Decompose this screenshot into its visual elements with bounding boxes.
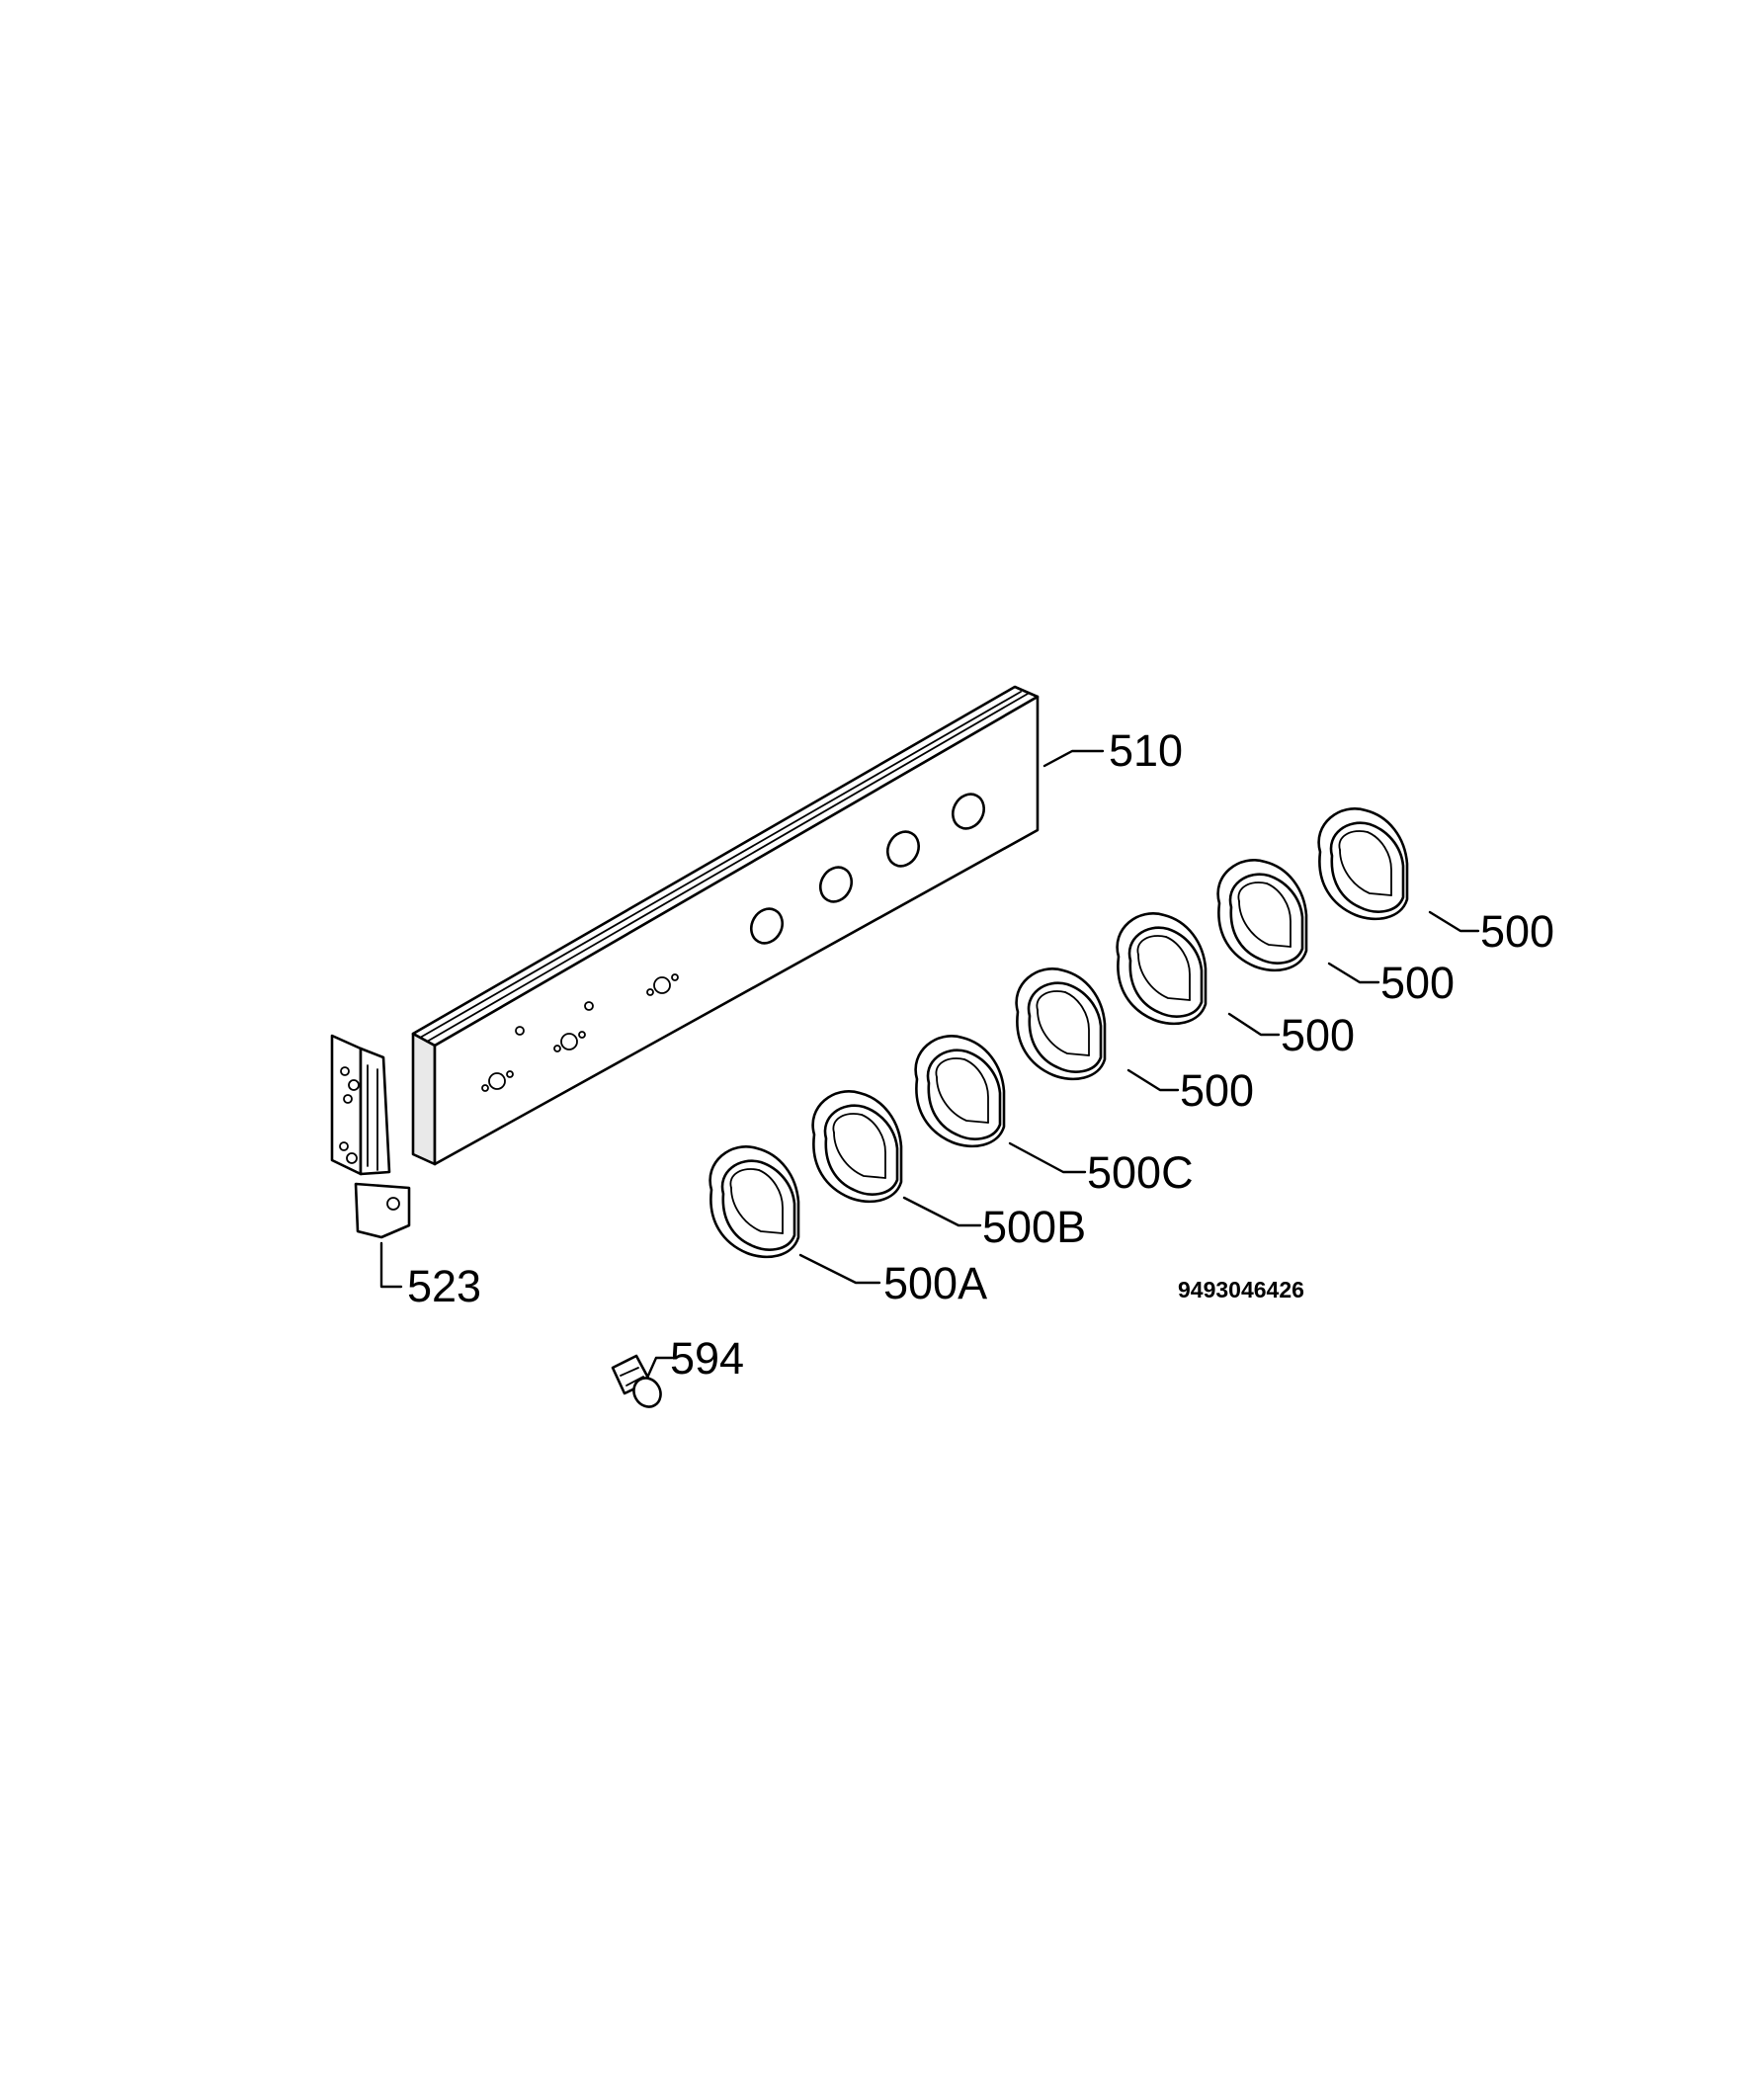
label-500-1: 500 <box>1180 1065 1254 1116</box>
leader-594 <box>646 1356 674 1378</box>
control-panel-part <box>411 685 1040 1166</box>
leader-lines <box>379 749 1480 1378</box>
knob-500-4 <box>1317 807 1409 921</box>
callout-labels: 510 523 594 500A 500B 500C 500 500 500 5… <box>407 725 1554 1384</box>
knobs-group <box>708 807 1409 1259</box>
knob-500b <box>811 1090 903 1204</box>
label-500c: 500C <box>1087 1147 1194 1198</box>
screw-part <box>611 1354 662 1408</box>
bracket-part <box>330 1034 411 1239</box>
label-500-3: 500 <box>1380 958 1455 1008</box>
leader-500a <box>798 1253 881 1285</box>
drawing-number: 9493046426 <box>1178 1277 1304 1302</box>
label-523: 523 <box>407 1261 481 1311</box>
label-500b: 500B <box>982 1202 1086 1252</box>
leader-510 <box>1042 749 1105 768</box>
knob-500c <box>914 1035 1006 1148</box>
knob-500a <box>708 1145 800 1259</box>
leader-500-1 <box>1126 1068 1180 1092</box>
label-594: 594 <box>670 1333 744 1384</box>
knob-500-3 <box>1216 859 1308 972</box>
leader-500-2 <box>1227 1012 1281 1037</box>
knob-500-2 <box>1116 912 1208 1026</box>
knob-500-1 <box>1015 967 1107 1081</box>
leader-500-4 <box>1428 910 1480 933</box>
leader-500b <box>902 1196 982 1227</box>
leader-500-3 <box>1327 962 1380 984</box>
leader-523 <box>379 1241 403 1289</box>
label-510: 510 <box>1109 725 1183 776</box>
label-500-4: 500 <box>1480 906 1554 957</box>
label-500a: 500A <box>883 1258 987 1308</box>
leader-500c <box>1008 1141 1087 1174</box>
label-500-2: 500 <box>1281 1010 1355 1060</box>
